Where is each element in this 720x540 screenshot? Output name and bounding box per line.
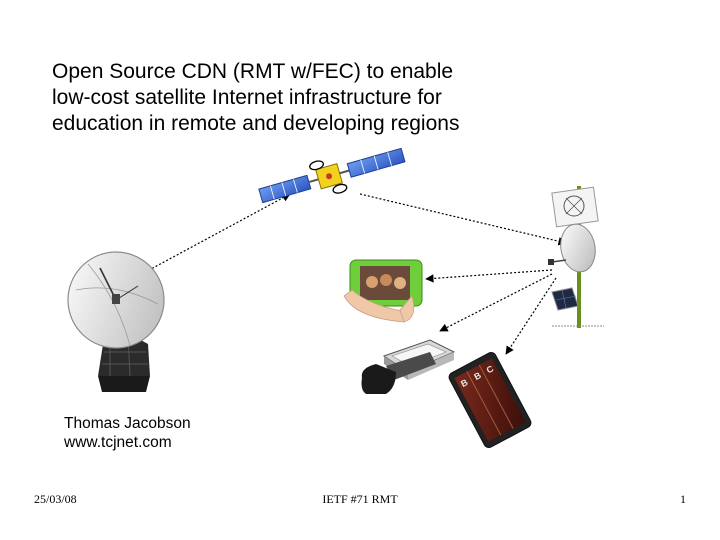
- footer-date: 25/03/08: [34, 492, 77, 506]
- link-dish-to-satellite: [137, 193, 291, 277]
- link-arrows: [137, 193, 567, 355]
- tablet-letter-3: C: [485, 363, 496, 375]
- tablet-letter-2: B: [472, 370, 483, 382]
- title-line-1: Open Source CDN (RMT w/FEC) to enable: [52, 60, 454, 83]
- satellite-icon: [258, 147, 406, 204]
- slide-title: Open Source CDN (RMT w/FEC) to enable lo…: [52, 59, 612, 137]
- handheld-device-icon: [361, 339, 456, 394]
- tablet-letter-1: B: [459, 377, 470, 389]
- slide-number: 1: [680, 492, 686, 506]
- link-satellite-to-station: [359, 193, 567, 246]
- footer-event: IETF #71 RMT: [322, 492, 398, 506]
- author-block: Thomas Jacobson www.tcjnet.com: [64, 414, 191, 452]
- link-station-to-laptop: [425, 269, 553, 283]
- link-station-to-pda: [439, 273, 553, 332]
- author-url: www.tcjnet.com: [64, 434, 172, 451]
- ebook-tablet-icon: B B C: [448, 351, 532, 449]
- xo-laptop-icon: [343, 259, 423, 323]
- author-name: Thomas Jacobson: [64, 415, 191, 432]
- vsat-terminal-icon: [548, 186, 604, 328]
- title-line-2: low-cost satellite Internet infrastructu…: [52, 86, 442, 109]
- satellite-dish-icon: [67, 251, 165, 392]
- title-line-3: education in remote and developing regio…: [52, 112, 460, 135]
- link-station-to-tablet: [505, 277, 557, 355]
